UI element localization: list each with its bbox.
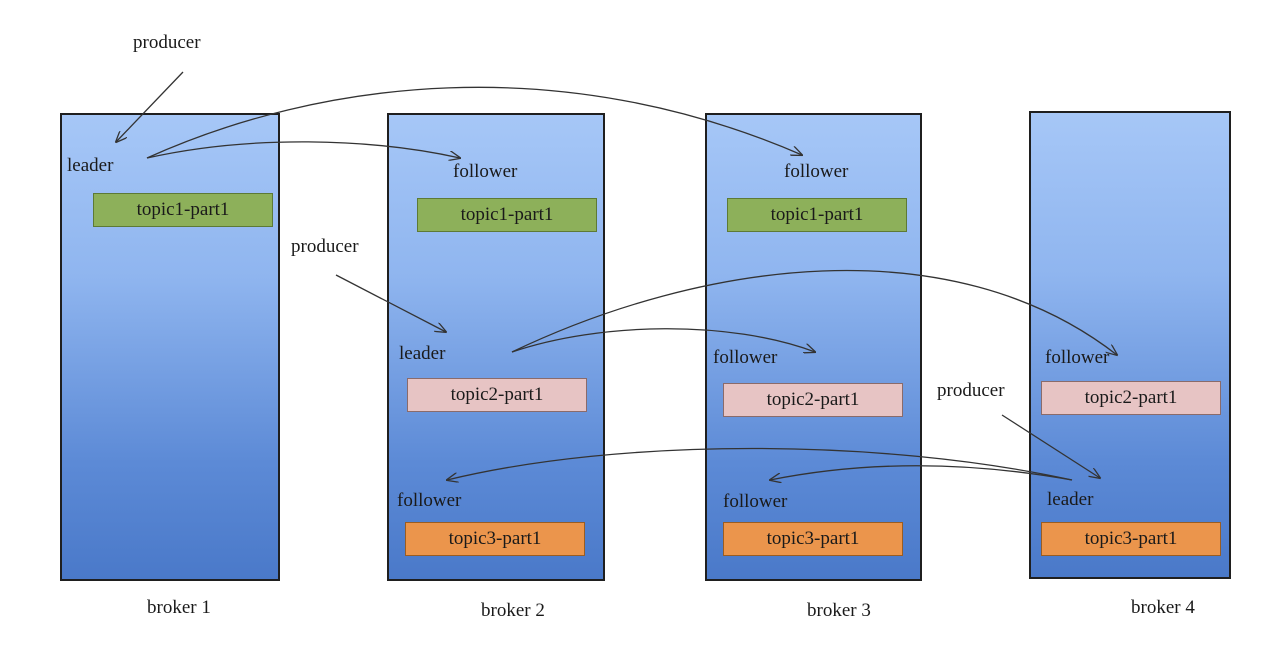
broker-4-topic3-part1: topic3-part1 — [1041, 522, 1221, 556]
follower-label-b4-topic2: follower — [1045, 347, 1110, 368]
follower-label-b2-topic3: follower — [397, 490, 462, 511]
producer-label-topic2: producer — [291, 236, 359, 257]
broker-3-topic1-part1: topic1-part1 — [727, 198, 907, 232]
follower-label-b3-topic2: follower — [713, 347, 778, 368]
broker-1-label: broker 1 — [147, 597, 211, 618]
broker-3-topic2-part1: topic2-part1 — [723, 383, 903, 417]
broker-3-label: broker 3 — [807, 600, 871, 621]
follower-label-b2-topic1: follower — [453, 161, 518, 182]
leader-label-topic2: leader — [399, 343, 446, 364]
broker-1-topic1-part1: topic1-part1 — [93, 193, 273, 227]
broker-2-topic3-part1: topic3-part1 — [405, 522, 585, 556]
broker-4-label: broker 4 — [1131, 597, 1195, 618]
broker-2-topic2-part1: topic2-part1 — [407, 378, 587, 412]
follower-label-b3-topic3: follower — [723, 491, 788, 512]
broker-1-box — [60, 113, 280, 581]
leader-label-topic3: leader — [1047, 489, 1094, 510]
broker-2-label: broker 2 — [481, 600, 545, 621]
follower-label-b3-topic1: follower — [784, 161, 849, 182]
producer-label-topic1: producer — [133, 32, 201, 53]
leader-label-topic1: leader — [67, 155, 114, 176]
broker-3-topic3-part1: topic3-part1 — [723, 522, 903, 556]
broker-2-topic1-part1: topic1-part1 — [417, 198, 597, 232]
producer-label-topic3: producer — [937, 380, 1005, 401]
broker-4-topic2-part1: topic2-part1 — [1041, 381, 1221, 415]
